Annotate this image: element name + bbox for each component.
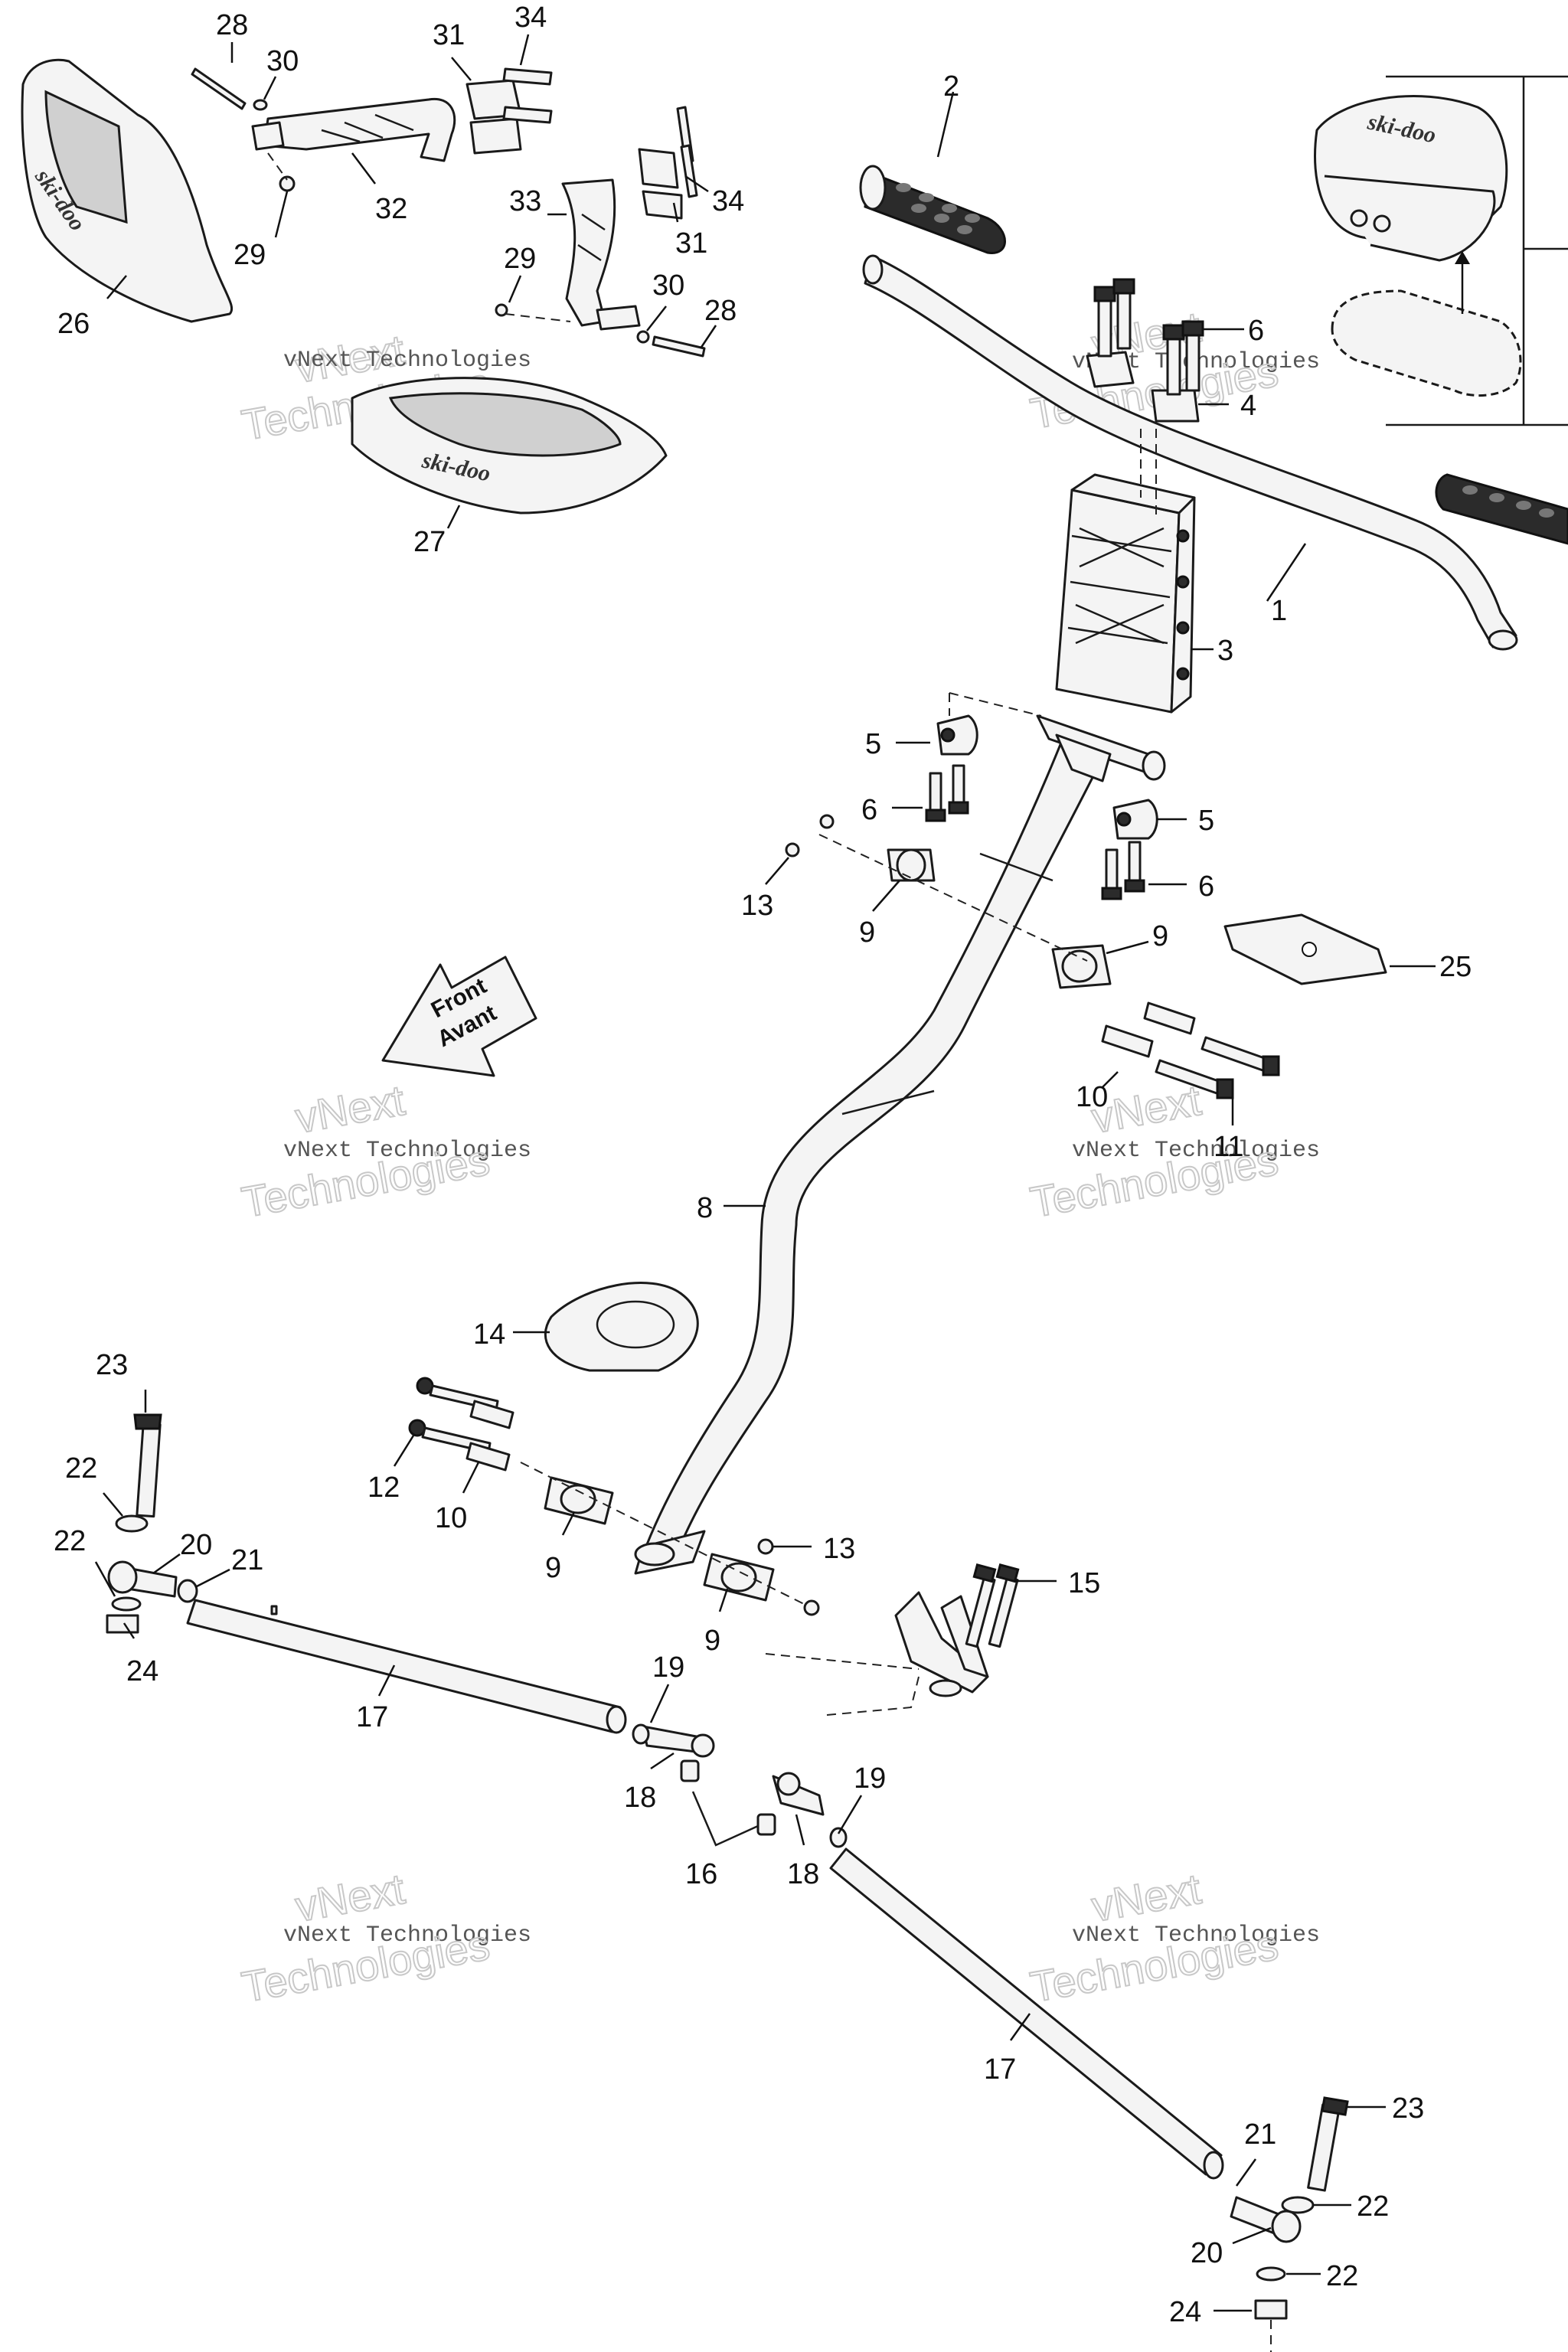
callout-22-left-lower: 22: [54, 1525, 86, 1557]
callout-14: 14: [473, 1318, 505, 1351]
svg-text:vNext: vNext: [292, 1076, 408, 1142]
ball-joint-center-left: [632, 1723, 715, 1758]
callout-9-lower-left: 9: [545, 1552, 561, 1584]
wind-deflector-left: ski-doo: [21, 58, 234, 323]
svg-text:vNext Technologies: vNext Technologies: [283, 1138, 531, 1164]
callout-16: 16: [685, 1858, 717, 1890]
svg-text:vNext Technologies: vNext Technologies: [283, 348, 531, 374]
column-cover: [544, 1282, 699, 1372]
pivot-bushings: [680, 1759, 776, 1847]
watermark-low-left: vNext vNext Technologies Technologies: [237, 1864, 531, 2012]
callout-11: 11: [1214, 1131, 1243, 1163]
callout-9-lower-right: 9: [704, 1625, 720, 1657]
callout-25: 25: [1439, 951, 1472, 983]
column-clamps: [936, 692, 1158, 840]
handlebar-pad-inset: ski-doo: [1314, 75, 1568, 426]
callout-4: 4: [1240, 390, 1256, 422]
callout-6-left: 6: [861, 794, 877, 826]
callouts: 1 2 3 4 6 5 5 6 6 13 9 9 25: [54, 2, 1472, 2328]
callout-30-upper: 30: [266, 45, 299, 77]
top-clamps: [1086, 278, 1204, 521]
callout-26: 26: [57, 308, 90, 340]
tie-rod-end-left: [106, 1413, 198, 1634]
callout-23-right: 23: [1392, 2092, 1424, 2125]
callout-28-upper: 28: [216, 9, 248, 41]
callout-28-lower: 28: [704, 295, 737, 327]
lower-spacers-bolts: [408, 1377, 514, 1472]
tie-rod-end-right: [1230, 2096, 1349, 2352]
steering-column: [634, 714, 1166, 1575]
callout-3: 3: [1217, 635, 1233, 667]
watermark-mid-left: vNext vNext Technologies Technologies: [237, 1075, 531, 1227]
wind-deflector-right: ski-doo: [351, 377, 668, 514]
svg-text:vNext Technologies: vNext Technologies: [283, 1922, 531, 1949]
callout-10-lower: 10: [435, 1502, 467, 1534]
callout-30-lower: 30: [652, 270, 684, 302]
callout-19-right: 19: [854, 1762, 886, 1795]
callout-8: 8: [697, 1192, 713, 1224]
callout-34-upper: 34: [514, 2, 547, 34]
lower-bushings: [520, 1462, 820, 1616]
callout-12: 12: [368, 1472, 400, 1504]
callout-24-left: 24: [126, 1655, 158, 1687]
callout-6-right: 6: [1198, 871, 1214, 903]
callout-13-upper: 13: [741, 890, 773, 922]
callout-23-left: 23: [96, 1349, 128, 1381]
watermark-low-right: vNext vNext Technologies Technologies: [1026, 1864, 1320, 2012]
callout-6-top: 6: [1248, 315, 1264, 347]
callout-33: 33: [509, 185, 541, 217]
callout-29-upper: 29: [234, 239, 266, 271]
callout-5-right: 5: [1198, 805, 1214, 837]
callout-1: 1: [1271, 595, 1287, 627]
front-direction-arrow: Front Avant: [381, 956, 537, 1077]
callout-10-upper: 10: [1076, 1081, 1108, 1113]
svg-text:vNext Technologies: vNext Technologies: [1072, 1138, 1320, 1164]
upper-spacers-bolts: [1101, 1001, 1280, 1099]
callout-2: 2: [943, 70, 959, 103]
callout-17-left: 17: [356, 1701, 388, 1733]
callout-21-left: 21: [231, 1544, 263, 1576]
callout-27: 27: [413, 526, 446, 558]
callout-22-right-upper: 22: [1357, 2190, 1389, 2223]
mount-plate: [1223, 913, 1387, 985]
ball-joint-center-right: [772, 1772, 848, 1848]
callout-22-right-lower: 22: [1326, 2260, 1358, 2292]
svg-text:vNext: vNext: [292, 1864, 408, 1931]
callout-20-left: 20: [180, 1529, 212, 1561]
callout-9-upper-right: 9: [1152, 920, 1168, 952]
callout-20-right: 20: [1191, 2237, 1223, 2269]
callout-18-left: 18: [624, 1782, 656, 1814]
handlebar: [862, 254, 1518, 651]
deflector-bracket-left: [191, 67, 553, 192]
watermark-mid-right: vNext vNext Technologies Technologies: [1026, 1075, 1320, 1227]
callout-19-left: 19: [652, 1651, 684, 1684]
callout-32: 32: [375, 193, 407, 225]
tie-rod-left: [186, 1599, 627, 1734]
callout-31-upper: 31: [433, 19, 465, 51]
callout-21-right: 21: [1244, 2118, 1276, 2151]
callout-29-lower: 29: [504, 243, 536, 275]
callout-5-left: 5: [865, 728, 881, 760]
callout-13-lower: 13: [823, 1533, 855, 1565]
handlebar-riser: [1055, 473, 1196, 714]
column-bolts: [925, 764, 1145, 900]
handlebar-grip-left: [859, 165, 1006, 254]
tie-rod-right: [829, 1847, 1224, 2180]
svg-text:vNext Technologies: vNext Technologies: [1072, 1922, 1320, 1949]
callout-31-lower: 31: [675, 227, 707, 260]
upper-bushings: [785, 814, 1112, 989]
callout-22-left-upper: 22: [65, 1452, 97, 1485]
callout-9-upper-left: 9: [859, 916, 875, 949]
callout-15: 15: [1068, 1567, 1100, 1599]
deflector-bracket-right: [495, 106, 706, 358]
callout-18-right: 18: [787, 1858, 819, 1890]
svg-text:vNext: vNext: [1088, 1864, 1204, 1931]
callout-17-right: 17: [984, 2053, 1016, 2086]
handlebar-grip-right: [1435, 473, 1568, 545]
callout-24-right: 24: [1169, 2296, 1201, 2328]
callout-34-lower: 34: [712, 185, 744, 217]
pitman-bracket: [765, 1563, 1020, 1716]
